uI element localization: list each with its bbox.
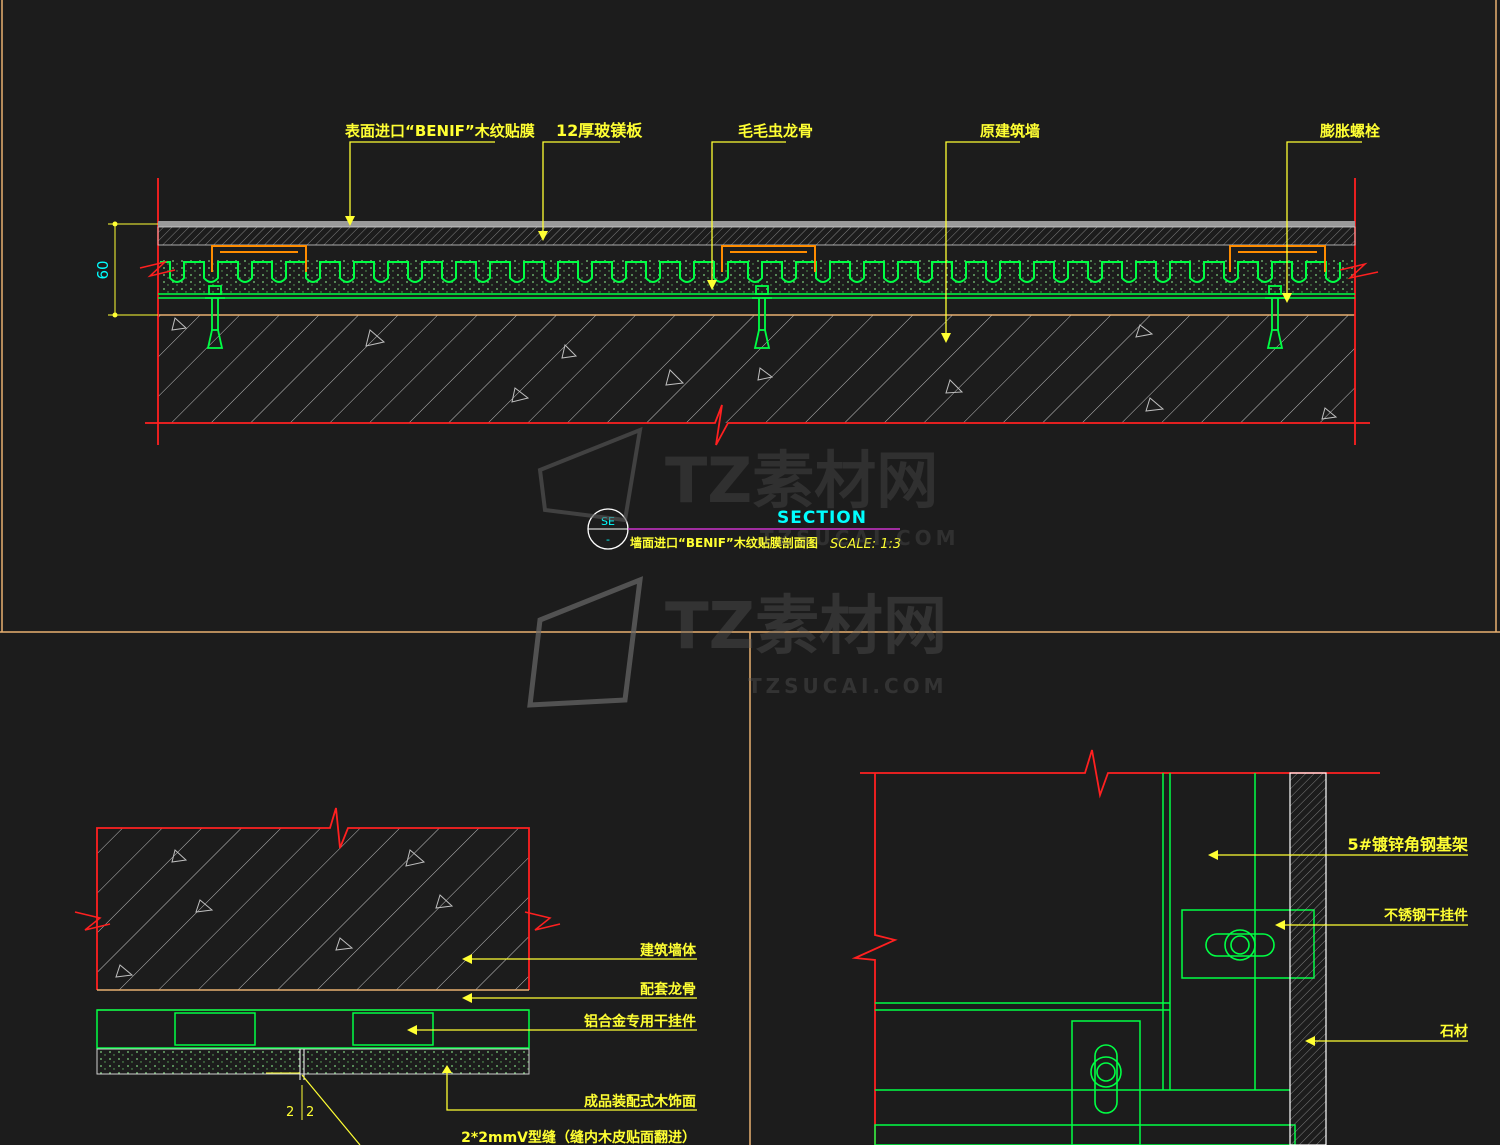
section-scale: SCALE: 1:3 (830, 537, 901, 552)
callout-film: 表面进口“BENIF”木纹贴膜 (345, 122, 535, 140)
br-callout-stone: 石材 (1439, 1023, 1468, 1040)
wood-grain-film (158, 221, 1355, 227)
dimension-label: 60 (94, 260, 112, 279)
stone-panel (1289, 772, 1327, 1145)
bl-callout-vgroove: 2*2mmV型缝（缝内木皮贴面翻进） (461, 1129, 696, 1145)
expansion-bolts (205, 285, 1285, 349)
callout-board: 12厚玻镁板 (556, 121, 643, 140)
watermark-lower: TZ素材网 TZSUCAI.COM (527, 576, 948, 708)
bl-callout-keel: 配套龙骨 (640, 981, 696, 998)
bottom-right-drawing: 5#镀锌角钢基架 不锈钢干挂件 石材 (851, 749, 1468, 1145)
top-leaders (349, 141, 1362, 338)
dimension-60: 60 (94, 221, 158, 318)
section-symbol-bottom: - (606, 533, 610, 546)
callout-keel: 毛毛虫龙骨 (738, 122, 813, 140)
dim-mark-2: 2 (306, 1105, 314, 1120)
concrete-wall (158, 315, 1355, 423)
section-caption: 墙面进口“BENIF”木纹贴膜剖面图 (630, 535, 818, 550)
channel-clips (211, 245, 1326, 272)
bottom-left-drawing: 2 2 建筑墙体 配套龙骨 铝合金专用干挂件 成品装配式木饰面 2*2mmV型缝… (74, 807, 697, 1145)
mgo-board (157, 226, 1356, 246)
watermark-brand-lower: TZ素材网 (665, 590, 947, 664)
watermark-url-lower: TZSUCAI.COM (748, 674, 948, 698)
br-callout-angle: 5#镀锌角钢基架 (1347, 835, 1468, 854)
aggregate-marks (171, 317, 1338, 420)
watermark-upper: TZ素材网 TZSUCAI.COM (537, 426, 960, 550)
callout-bolt: 膨胀螺栓 (1320, 122, 1380, 140)
dim-mark-1: 2 (286, 1105, 294, 1120)
bl-callout-hanger: 铝合金专用干挂件 (584, 1013, 696, 1030)
bl-callout-wall: 建筑墙体 (640, 942, 697, 959)
leader-arrows (345, 216, 1292, 343)
section-title: SECTION (777, 508, 867, 528)
watermark-brand-upper: TZ素材网 (665, 444, 938, 517)
bl-callout-panel: 成品装配式木饰面 (584, 1093, 696, 1110)
top-section-drawing: 60 表面进口“BENIF”木纹贴膜 12厚玻镁板 毛毛虫龙骨 原建筑墙 膨胀螺… (94, 121, 1380, 552)
br-callout-hanger: 不锈钢干挂件 (1384, 907, 1468, 924)
bl-concrete (97, 828, 529, 990)
watermark-url-upper: TZSUCAI.COM (760, 526, 960, 550)
callout-wall: 原建筑墙 (980, 122, 1040, 140)
break-line-bottom (145, 404, 1370, 446)
